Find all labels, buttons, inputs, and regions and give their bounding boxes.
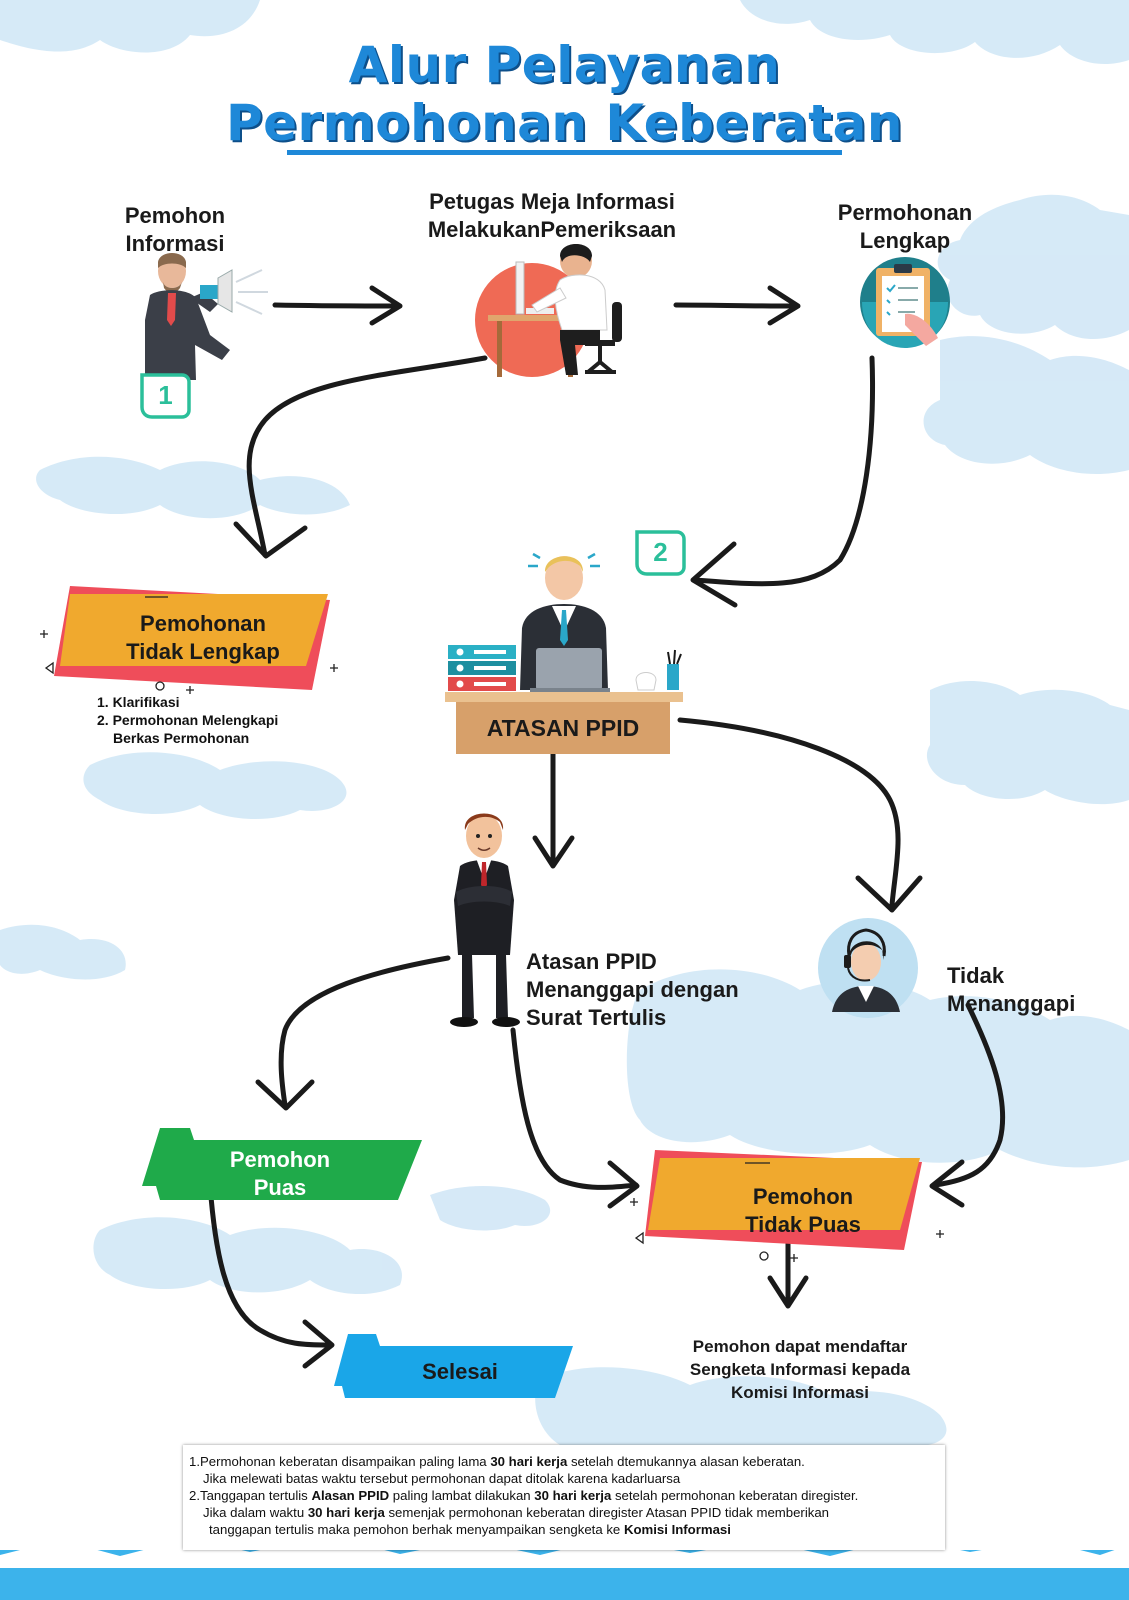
businessman-icon [450,813,520,1027]
label-atasan-menanggapi: Atasan PPID Menanggapi dengan Surat Tert… [526,949,739,1030]
tidak-lengkap-item-2: 2. Permohonan Melengkapi [97,712,279,728]
badge-1-number: 1 [158,380,173,410]
label-petugas: Petugas Meja Informasi MelakukanPemeriks… [427,189,677,242]
badge-2-icon [635,530,686,576]
tidak-lengkap-item-3: Berkas Permohonan [113,730,250,746]
note-2-line-2: Jika dalam waktu 30 hari kerja semenjak … [203,1505,830,1520]
title-underline [287,150,842,155]
flow-arrows [207,285,1006,1369]
torn-paper-edge [0,1536,1129,1568]
arrow-puas-to-selesai [207,1182,333,1348]
arrow-petugas-to-lengkap [673,302,798,309]
arrow-tidak-menanggapi-to-tidak-puas [932,1002,1006,1188]
arrow-petugas-to-tidak-lengkap [246,355,488,558]
ribbon-tidak-puas [645,1150,922,1250]
operator-icon [818,918,918,1018]
note-1-line-2: Jika melewati batas waktu tersebut permo… [203,1471,681,1486]
manager-icon [445,552,683,754]
page-title-line1: Alur Pelayanan [348,36,781,94]
office-worker-icon [475,244,622,377]
arrow-atasan-to-tidak-menanggapi [677,717,901,908]
ribbon-puas [142,1128,422,1200]
tag-pemohon-tidak-puas: Pemohon Tidak Puas [745,1184,861,1237]
label-sengketa: Pemohon dapat mendaftar Sengketa Informa… [689,1337,911,1402]
ribbon-tidak-lengkap [54,586,330,690]
arrow-lengkap-to-atasan [692,355,876,587]
badge-2-number: 2 [653,537,668,567]
tag-tidak-lengkap: Pemohonan Tidak Lengkap [126,611,280,664]
notes-box: 1.Permohonan keberatan disampaikan palin… [183,1445,945,1550]
badge-1-icon [140,373,191,419]
arrow-tanggapi-to-puas [278,955,451,1108]
ribbon-selesai [334,1334,573,1398]
clipboard-icon [860,257,950,348]
label-permohonan-lengkap: Permohonan Lengkap [837,200,973,253]
note-2-line-1: 2.Tanggapan tertulis Alasan PPID paling … [189,1488,859,1503]
label-pemohon-informasi: Pemohon Informasi [124,203,226,256]
decor-marks [40,596,944,1262]
megaphone-man-icon [145,253,268,380]
arrow-pemohon-to-petugas [272,302,401,309]
arrow-tanggapi-to-tidak-puas [510,1027,639,1190]
page-title-line2: Permohonan Keberatan [225,94,904,152]
atasan-desk-label: ATASAN PPID [486,715,640,741]
tidak-lengkap-item-1: 1. Klarifikasi [97,694,180,710]
note-2-line-3: tanggapan tertulis maka pemohon berhak m… [209,1522,731,1537]
note-1-line-1: 1.Permohonan keberatan disampaikan palin… [189,1454,805,1469]
tag-pemohon-puas: Pemohon Puas [229,1147,331,1200]
binders [448,645,516,691]
tag-selesai: Selesai [422,1359,498,1384]
label-tidak-menanggapi: Tidak Menanggapi [947,963,1076,1016]
